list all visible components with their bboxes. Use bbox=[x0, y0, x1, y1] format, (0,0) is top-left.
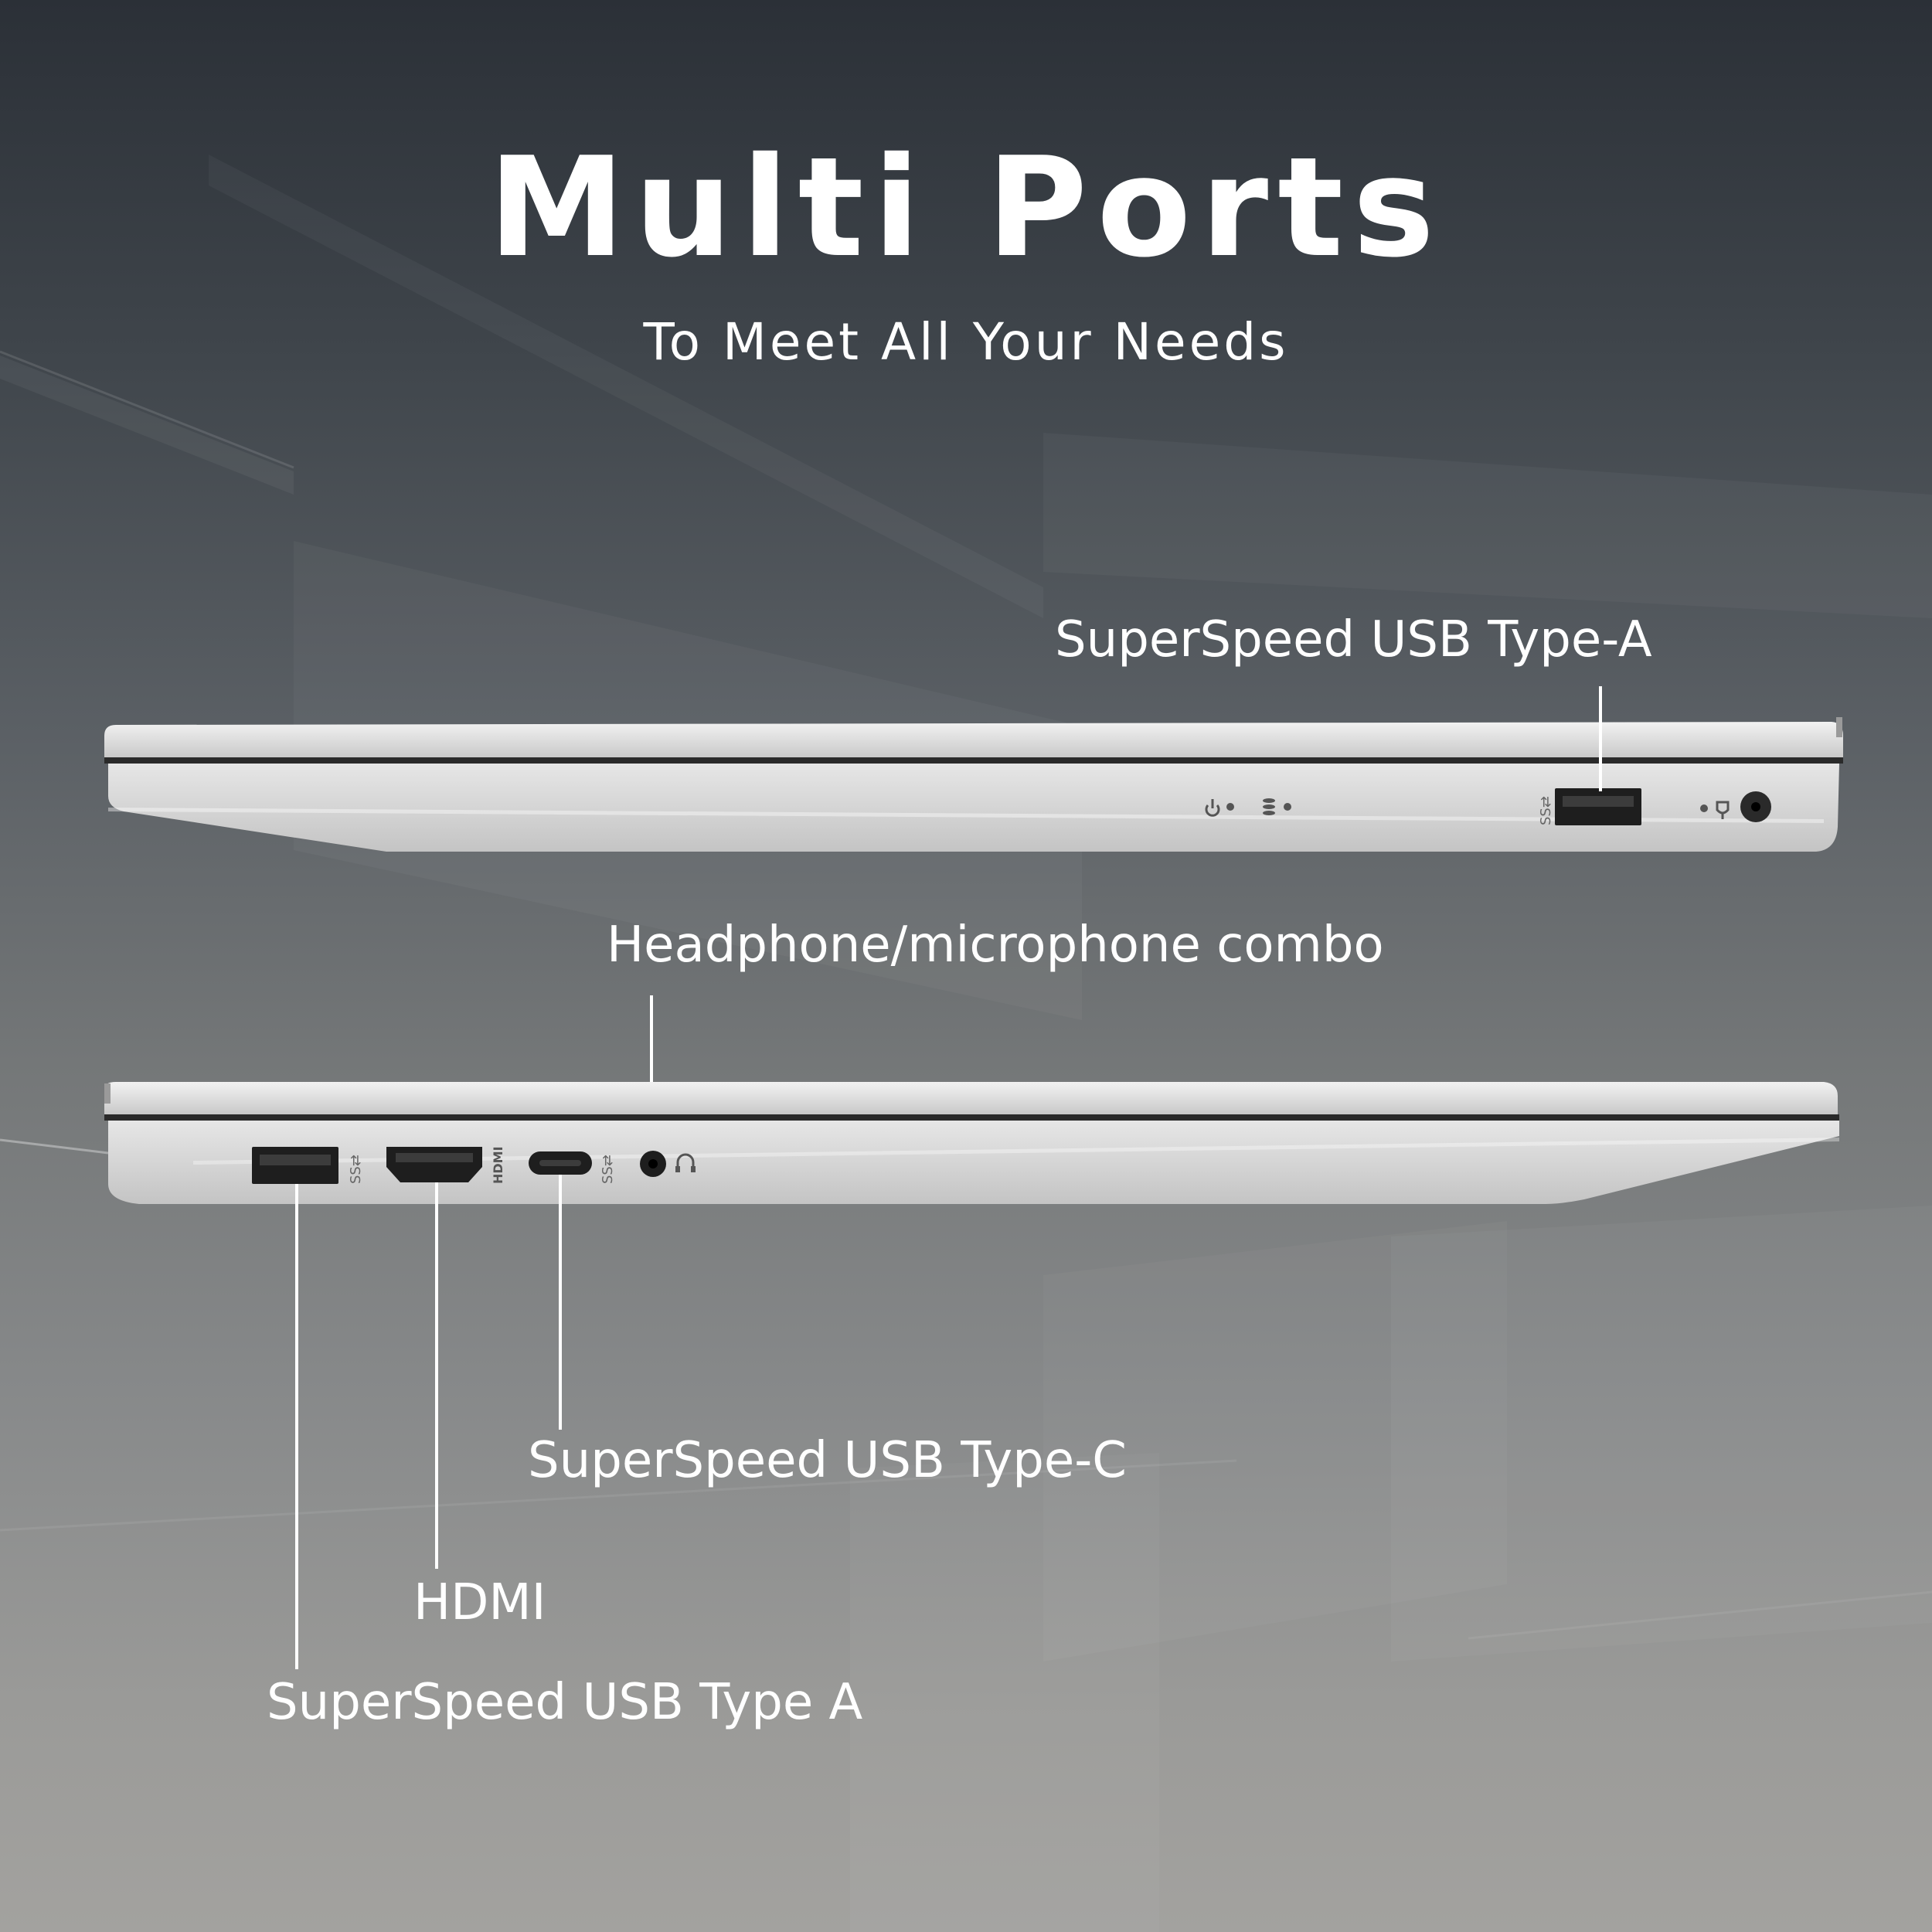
charging-indicator-light bbox=[1700, 804, 1708, 812]
page-subtitle: To Meet All Your Needs bbox=[643, 312, 1289, 372]
superspeed-usb-icon: SS⇄ bbox=[1538, 796, 1554, 825]
leader-line-audio bbox=[650, 995, 653, 1150]
power-indicator-light bbox=[1226, 803, 1234, 811]
headset-icon bbox=[675, 1153, 696, 1172]
leader-line-usb-c bbox=[559, 1175, 562, 1430]
drive-activity-icon bbox=[1263, 798, 1275, 815]
audio-jack[interactable] bbox=[640, 1151, 666, 1177]
label-hdmi: HDMI bbox=[413, 1574, 546, 1631]
leader-line-usb-a-left bbox=[295, 1184, 298, 1669]
laptop-right-side: SS⇄ bbox=[104, 717, 1843, 852]
power-jack[interactable] bbox=[1740, 791, 1771, 822]
leader-line-hdmi bbox=[435, 1182, 438, 1569]
label-usb-type-c: SuperSpeed USB Type-C bbox=[528, 1432, 1127, 1489]
usb-c-port[interactable] bbox=[529, 1151, 592, 1175]
laptop-left-side: SS⇄ HDMI SS⇄ bbox=[104, 1082, 1839, 1204]
superspeed-usb-icon: SS⇄ bbox=[348, 1155, 364, 1184]
power-indicator-icon bbox=[1205, 799, 1220, 817]
label-usb-type-a-right: SuperSpeed USB Type-A bbox=[1055, 611, 1652, 668]
usb-a-port-left[interactable] bbox=[252, 1147, 338, 1184]
page-title: Multi Ports bbox=[488, 128, 1444, 287]
hdmi-port[interactable] bbox=[386, 1147, 482, 1182]
label-usb-type-a-left: SuperSpeed USB Type A bbox=[267, 1674, 863, 1731]
drive-activity-light bbox=[1284, 803, 1291, 811]
hdmi-icon: HDMI bbox=[491, 1146, 505, 1184]
label-headphone-mic-combo: Headphone/microphone combo bbox=[607, 917, 1384, 974]
leader-line-usb-a-right bbox=[1599, 686, 1602, 791]
usb-a-port-right[interactable] bbox=[1555, 788, 1641, 825]
power-plug-icon bbox=[1716, 801, 1730, 819]
superspeed-usb-icon: SS⇄ bbox=[600, 1155, 616, 1184]
